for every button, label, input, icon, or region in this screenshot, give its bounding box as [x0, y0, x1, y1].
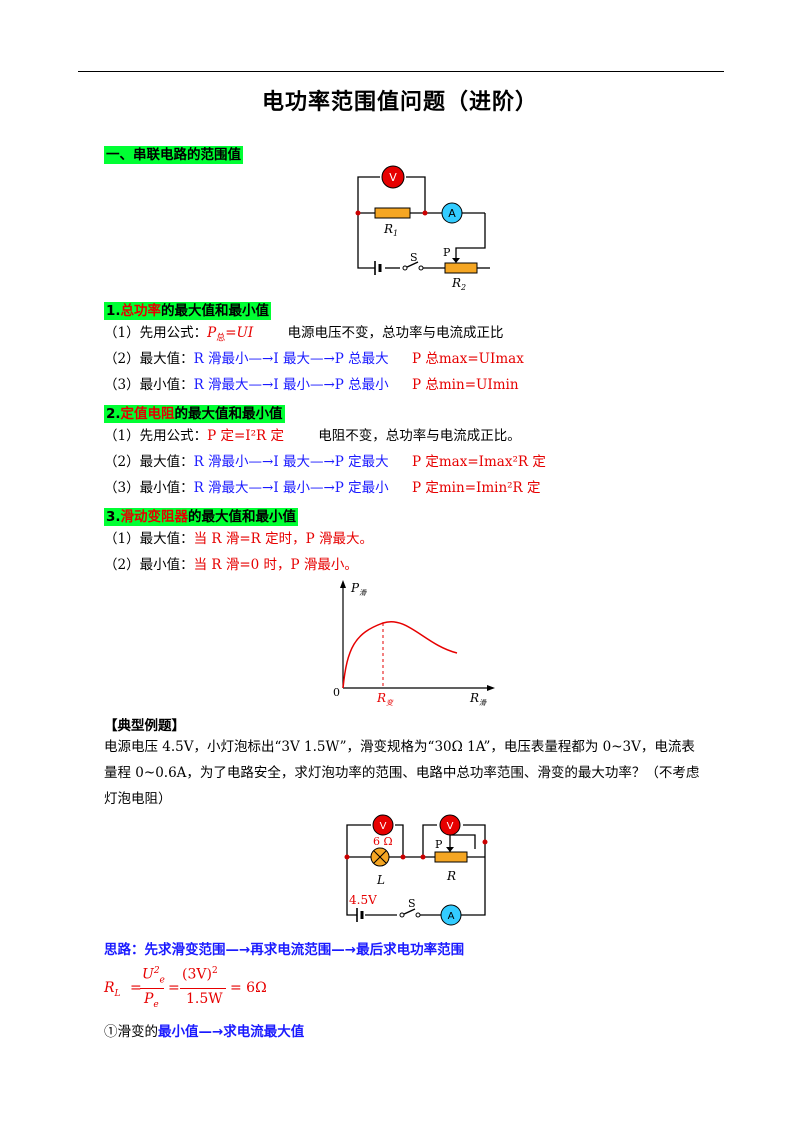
power-curve-graph: P滑 R滑 0 R变	[333, 580, 495, 707]
voltage-label: 4.5V	[349, 893, 377, 907]
s1-line3: （3）最小值：R 滑最大—→I 最小—→P 总最小 P 总min=UImin	[104, 377, 519, 393]
r2-label: R2	[451, 276, 466, 292]
s2-line3: （3）最小值：R 滑最大—→I 最小—→P 定最小 P 定min=Imin²R …	[104, 480, 541, 496]
graph-origin: 0	[333, 686, 340, 699]
example-circuit-diagram: V V A 6 Ω L R P 4.5V S	[344, 814, 488, 926]
section-heading: 一、串联电路的范围值	[104, 143, 243, 164]
svg-text:A: A	[448, 911, 455, 922]
slider-label: P	[443, 246, 451, 259]
s3-line1: （1）最大值：当 R 滑=R 定时，P 滑最大。	[104, 531, 373, 547]
r1-label: R1	[383, 222, 398, 238]
lamp-resistance: 6 Ω	[373, 835, 393, 848]
step-1: ①滑变的最小值—→求电流最大值	[104, 1024, 305, 1040]
section-heading-text: 一、串联电路的范围值	[104, 146, 243, 164]
svg-text:V: V	[380, 821, 387, 832]
s2-line1: （1）先用公式：P 定=I²R 定 电阻不变，总功率与电流成正比。	[104, 428, 521, 444]
graph-y-label: P滑	[350, 581, 367, 597]
s2-line2: （2）最大值：R 滑最小—→I 最大—→P 定最大 P 定max=Imax²R …	[104, 454, 546, 470]
subheading-total-power: 1.总功率的最大值和最小值	[104, 302, 272, 320]
graph-mark: R变	[376, 691, 394, 707]
switch-label: S	[410, 251, 418, 264]
switch-label: S	[408, 897, 416, 910]
s1-line2: （2）最大值：R 滑最小—→I 最大—→P 总最大 P 总max=UImax	[104, 351, 524, 367]
page-title: 电功率范围值问题（进阶）	[261, 90, 538, 115]
s3-line2: （2）最小值：当 R 滑=0 时，P 滑最小。	[104, 557, 358, 573]
rheostat-label: R	[446, 869, 456, 883]
s1-line1: （1）先用公式：P总=UI 电源电压不变，总功率与电流成正比	[104, 325, 504, 344]
lamp-label: L	[376, 873, 385, 887]
example-heading: 【典型例题】	[104, 718, 185, 734]
formula: RL = U2e Pe = (3V)2 1.5W = 6Ω	[104, 966, 267, 1010]
example-text: 电源电压 4.5V，小灯泡标出“3V 1.5W”，滑变规格为“30Ω 1A”，电…	[104, 739, 700, 807]
svg-text:V: V	[447, 821, 454, 832]
subheading-rheostat: 3.滑动变阻器的最大值和最小值	[104, 508, 299, 526]
ammeter-label: A	[448, 207, 456, 220]
series-circuit-diagram: V A R1 R2 S P	[355, 165, 490, 292]
header-rule	[78, 71, 724, 72]
graph-x-label: R滑	[469, 691, 487, 707]
voltmeter-label: V	[389, 171, 397, 184]
subheading-fixed-resistor: 2.定值电阻的最大值和最小值	[104, 405, 285, 423]
solution-idea: 思路：先求滑变范围—→再求电流范围—→最后求电功率范围	[104, 942, 465, 958]
slider-label: P	[435, 838, 443, 851]
